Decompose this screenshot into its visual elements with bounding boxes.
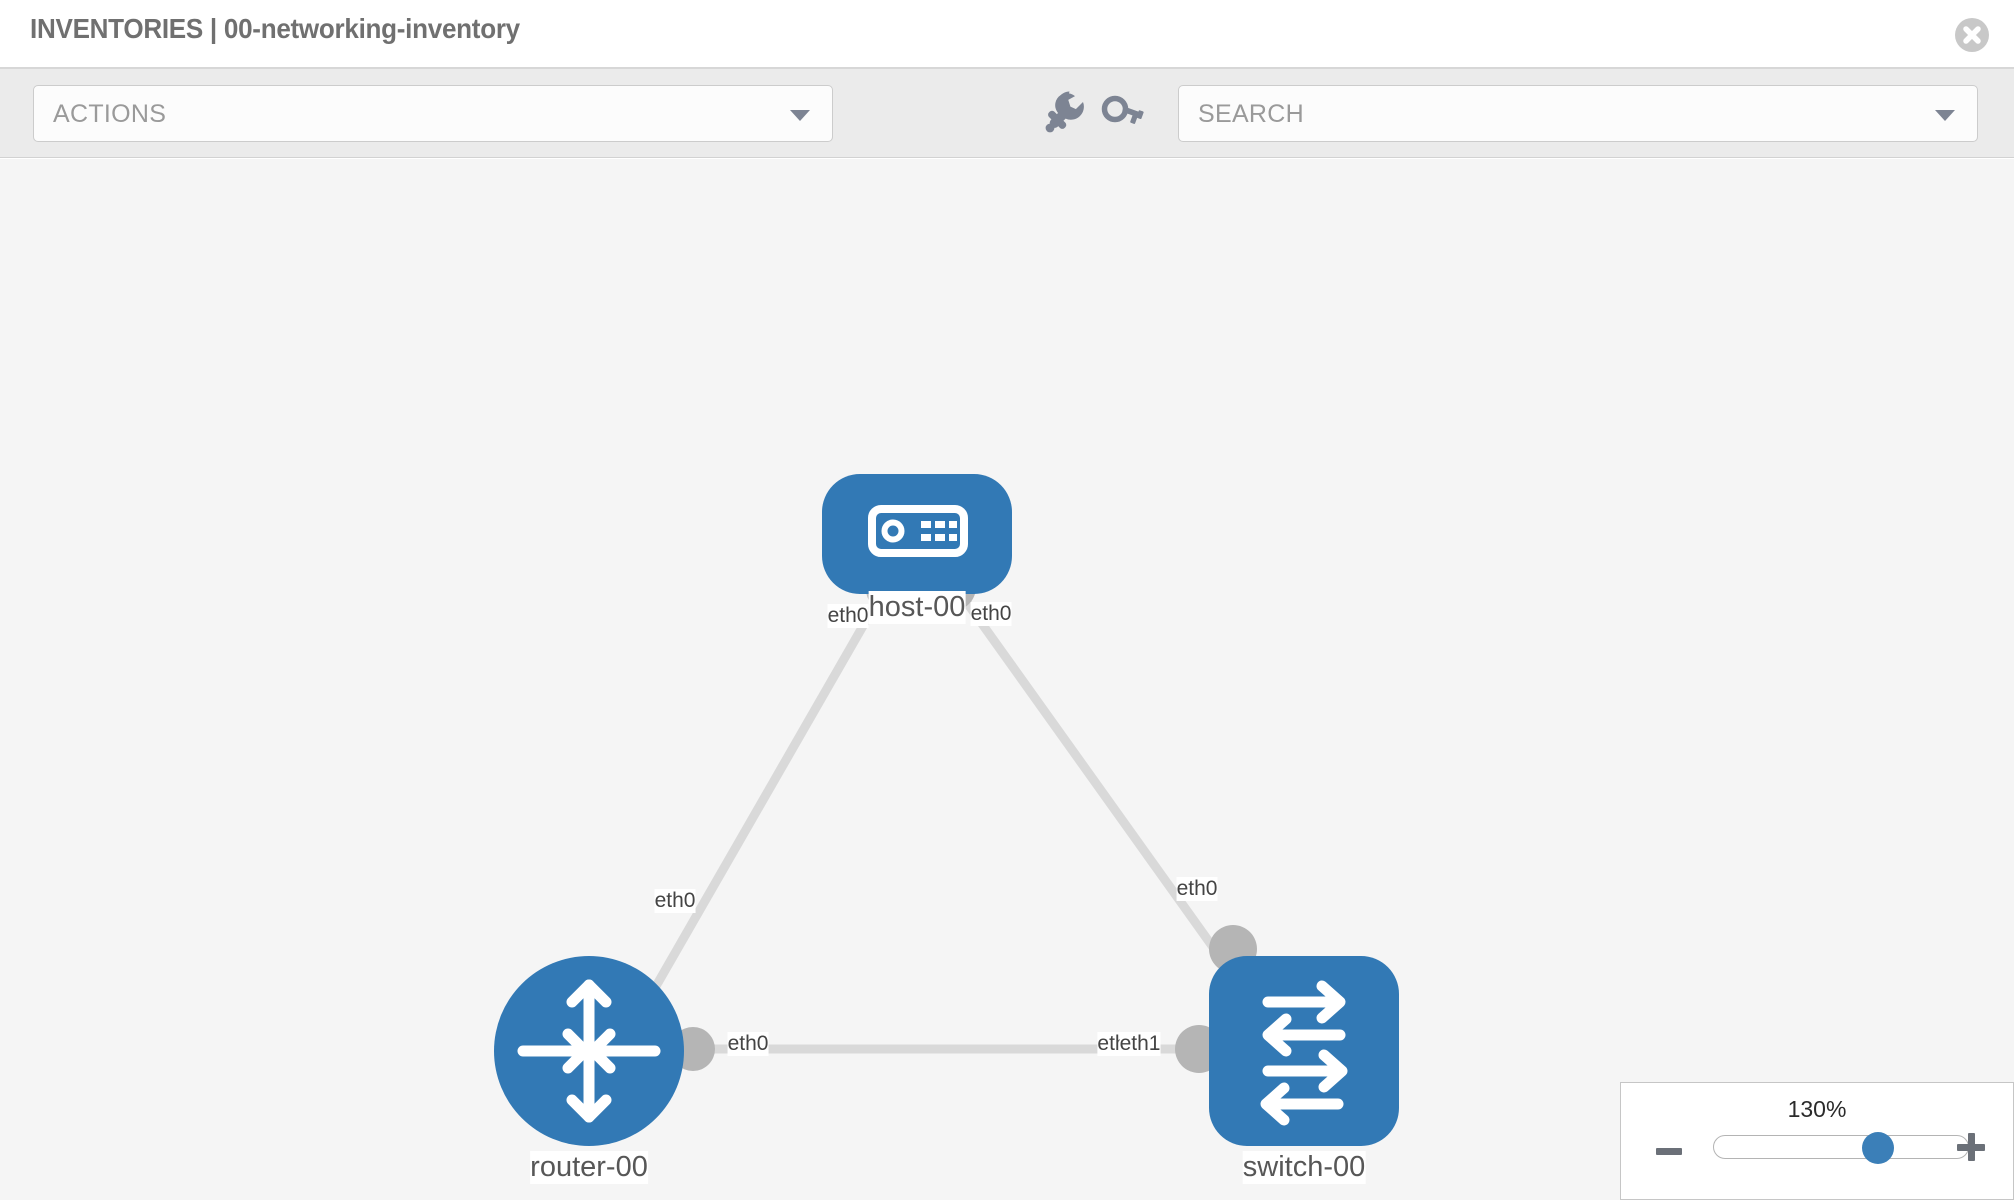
node-switch-00[interactable] <box>1209 956 1399 1146</box>
wrench-button[interactable] <box>1040 88 1086 138</box>
topology-canvas[interactable]: eth0 eth0 eth0 eth0 eth0 eth eth1 host-0… <box>0 159 2014 1200</box>
iface-label-host00-left: eth0 <box>827 604 869 628</box>
zoom-level-value: 130% <box>1787 1096 1847 1122</box>
search-input[interactable]: SEARCH <box>1178 85 1978 142</box>
key-icon <box>1101 95 1144 124</box>
search-placeholder: SEARCH <box>1198 100 1304 128</box>
iface-label-router00-eth0: eth0 <box>727 1032 769 1056</box>
page-header: INVENTORIES | 00-networking-inventory <box>0 0 2014 69</box>
close-button[interactable] <box>1955 18 1989 52</box>
edge-host00-switch00 <box>946 576 1254 1002</box>
chevron-down-icon <box>1935 109 1955 121</box>
page-title: INVENTORIES | 00-networking-inventory <box>30 13 520 44</box>
zoom-control-panel: 130% <box>1620 1082 2014 1200</box>
actions-dropdown[interactable]: ACTIONS <box>33 85 833 142</box>
node-label-switch-00: switch-00 <box>1242 1151 1366 1184</box>
node-host-00[interactable] <box>822 474 1012 594</box>
router-arrows-icon <box>517 979 661 1123</box>
chevron-down-icon <box>790 109 810 121</box>
node-label-router-00: router-00 <box>530 1151 648 1184</box>
zoom-slider-thumb[interactable] <box>1862 1132 1894 1164</box>
wrench-icon <box>1045 91 1084 133</box>
topology-connection-stubs <box>671 563 1257 1073</box>
server-icon <box>868 505 968 557</box>
iface-label-switch00-eth1: eth1 <box>1119 1032 1161 1056</box>
iface-label-host00-right: eth0 <box>970 602 1012 626</box>
topology-graph <box>494 474 1399 1146</box>
zoom-slider-track[interactable] <box>1713 1132 1969 1164</box>
iface-label-switch00-uplink: eth0 <box>1176 877 1218 901</box>
zoom-in-button[interactable] <box>1957 1133 1985 1161</box>
topology-edges <box>636 576 1254 1054</box>
edge-host00-router00 <box>636 576 894 1017</box>
zoom-out-button[interactable] <box>1656 1148 1682 1155</box>
node-router-00[interactable] <box>494 956 684 1146</box>
key-button[interactable] <box>1100 88 1146 138</box>
iface-label-router00-uplink: eth0 <box>654 889 696 913</box>
actions-dropdown-label: ACTIONS <box>53 100 167 128</box>
close-icon <box>1963 26 1981 44</box>
node-label-host-00: host-00 <box>868 591 966 624</box>
switch-arrows-icon <box>1260 980 1348 1126</box>
